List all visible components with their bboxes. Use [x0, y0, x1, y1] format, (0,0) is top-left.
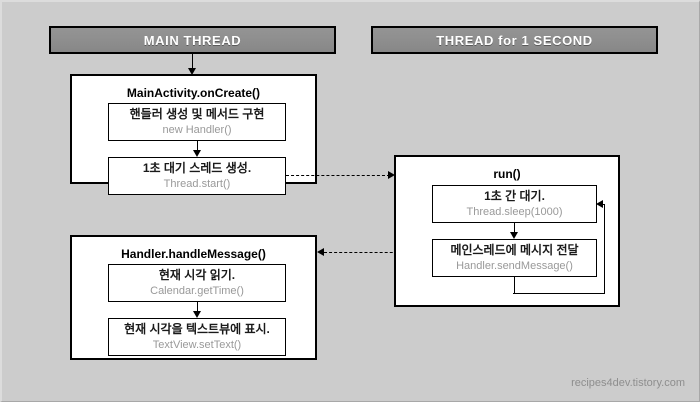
step-create-thread-sub: Thread.start() [163, 177, 231, 190]
arrowhead-handler-to-thread [193, 150, 201, 157]
banner-main-thread-label: MAIN THREAD [143, 32, 242, 48]
watermark-credit: recipes4dev.tistory.com [571, 377, 685, 389]
arrowhead-sleep-to-send [510, 232, 518, 239]
arrowhead-loop-to-sleep [596, 200, 603, 208]
connector-handler-to-thread [197, 141, 198, 153]
connector-sleep-to-send [514, 223, 515, 235]
arrowhead-banner-to-oncreate [188, 68, 196, 75]
step-sleep-1-second: 1초 간 대기. Thread.sleep(1000) [432, 185, 597, 223]
connector-thread-start-to-run [286, 175, 390, 176]
panel-title-handler-handlemessage: Handler.handleMessage() [121, 247, 266, 261]
loop-segment-right [513, 293, 605, 294]
arrowhead-sendmessage-to-handlemessage [317, 248, 324, 256]
step-sleep-1-second-sub: Thread.sleep(1000) [466, 205, 563, 218]
loop-segment-up [604, 204, 605, 294]
step-sleep-1-second-main: 1초 간 대기. [484, 188, 545, 203]
panel-run: run() [394, 155, 620, 307]
step-read-current-time: 현재 시각 읽기. Calendar.getTime() [108, 264, 286, 302]
panel-title-main-activity-oncreate: MainActivity.onCreate() [126, 86, 261, 100]
step-send-message: 메인스레드에 메시지 전달 Handler.sendMessage() [432, 239, 597, 277]
step-show-time-textview-sub: TextView.setText() [152, 338, 242, 351]
loop-segment-down [514, 277, 515, 294]
loop-segment-left [602, 204, 605, 205]
step-create-handler: 핸들러 생성 및 메서드 구현 new Handler() [108, 103, 286, 141]
step-create-thread-main: 1초 대기 스레드 생성. [142, 160, 252, 175]
step-read-current-time-main: 현재 시각 읽기. [158, 267, 236, 282]
step-create-handler-sub: new Handler() [162, 123, 232, 136]
step-show-time-textview: 현재 시각을 텍스트뷰에 표시. TextView.setText() [108, 318, 286, 356]
step-create-handler-main: 핸들러 생성 및 메서드 구현 [129, 106, 265, 121]
step-send-message-sub: Handler.sendMessage() [456, 259, 573, 272]
step-read-current-time-sub: Calendar.getTime() [150, 284, 244, 297]
banner-thread-1-second: THREAD for 1 SECOND [371, 26, 658, 54]
panel-title-run: run() [493, 167, 521, 181]
arrowhead-read-to-display [193, 311, 201, 318]
banner-thread-1-second-label: THREAD for 1 SECOND [436, 32, 593, 48]
arrowhead-thread-start-to-run [388, 171, 395, 179]
connector-read-to-display [197, 302, 198, 314]
step-send-message-main: 메인스레드에 메시지 전달 [450, 242, 579, 257]
step-create-thread: 1초 대기 스레드 생성. Thread.start() [108, 157, 286, 195]
step-show-time-textview-main: 현재 시각을 텍스트뷰에 표시. [124, 321, 270, 336]
connector-banner-to-oncreate [192, 54, 193, 71]
banner-main-thread: MAIN THREAD [49, 26, 336, 54]
